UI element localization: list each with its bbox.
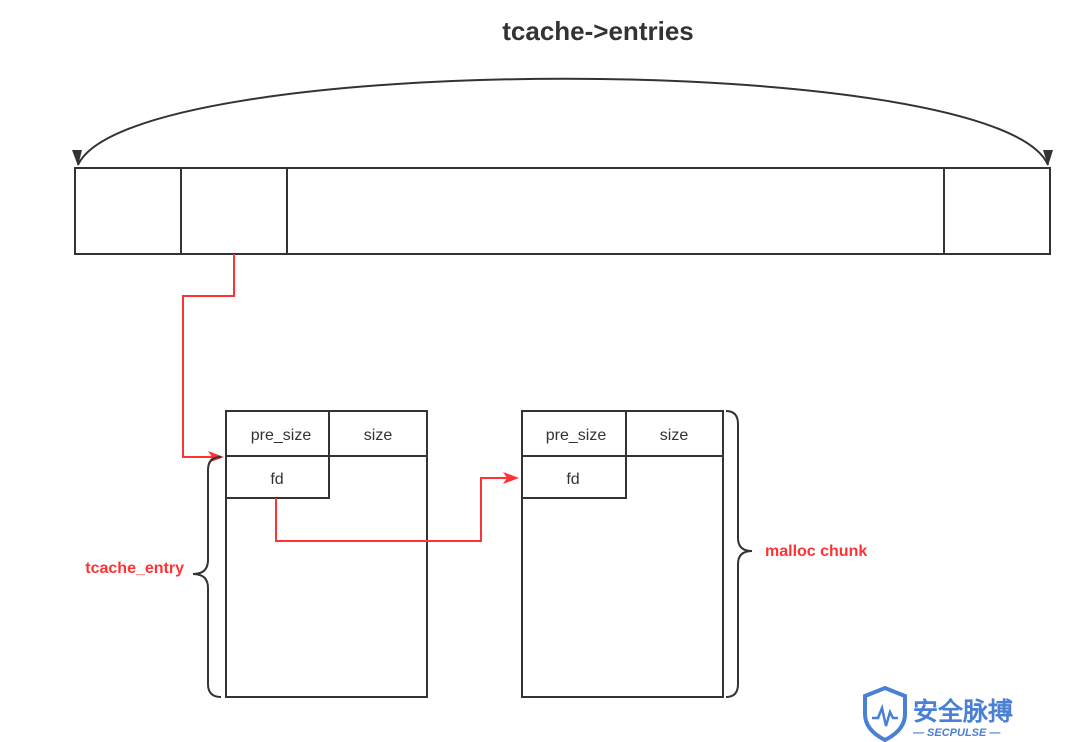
chunk-right-outline xyxy=(521,410,724,698)
tcache-entry-label: tcache_entry xyxy=(85,560,184,577)
arc-arrowhead-left xyxy=(72,150,82,166)
shield-icon xyxy=(863,685,907,742)
chunk-left-outline xyxy=(225,410,428,698)
malloc-chunk-label: malloc chunk xyxy=(765,543,867,560)
chunk-left-fd-box xyxy=(225,455,330,499)
entries-array-outline xyxy=(74,167,1051,255)
entries-array xyxy=(74,167,1051,255)
malloc-chunk-brace xyxy=(725,410,753,698)
diagram-title: tcache->entries xyxy=(502,16,693,46)
chunk-right-fd: fd xyxy=(566,471,579,488)
logo-name-cn: 安全脉搏 xyxy=(913,697,1013,726)
pulse-icon xyxy=(872,703,898,727)
fd-pointer-arrowhead xyxy=(503,472,519,484)
entry-pointer-line xyxy=(182,254,235,458)
fd-pointer-line xyxy=(275,477,515,542)
logo-name-en: — SECPULSE — xyxy=(912,727,1001,739)
chunk-left-size: size xyxy=(364,427,393,444)
arc-arrowhead-right xyxy=(1043,150,1053,166)
chunk-right-pre-size: pre_size xyxy=(546,427,607,444)
tcache-entry-brace xyxy=(192,456,222,698)
chunk-left-pre-size: pre_size xyxy=(251,427,312,444)
chunk-left-fd: fd xyxy=(270,471,283,488)
chunk-right-size: size xyxy=(660,427,689,444)
wrap-around-arc xyxy=(77,77,1049,166)
chunk-left: pre_size size fd xyxy=(225,410,428,698)
chunk-right: pre_size size fd xyxy=(521,410,724,698)
secpulse-logo: 安全脉搏 — SECPULSE — xyxy=(863,685,1013,742)
chunk-right-fd-box xyxy=(521,455,627,499)
